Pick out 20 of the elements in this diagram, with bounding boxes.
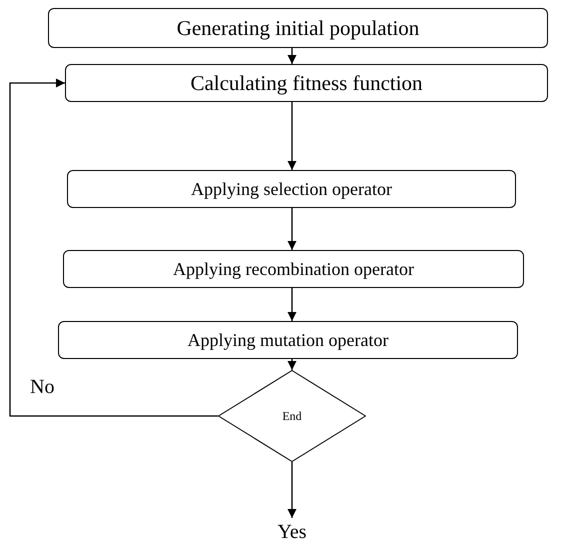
arrow: [288, 288, 296, 321]
step-label: Applying mutation operator: [188, 330, 388, 350]
outcome-label: Yes: [277, 520, 307, 544]
arrow: [9, 78, 218, 417]
step-label: Calculating fitness function: [190, 70, 423, 96]
process-box: [67, 170, 516, 208]
arrow: [288, 359, 296, 370]
step-label: Applying selection operator: [191, 178, 392, 200]
process-box: [65, 64, 548, 102]
decision-label: End: [282, 408, 302, 424]
arrow: [288, 48, 296, 64]
process-box: [48, 8, 548, 48]
step-label: Generating initial population: [176, 16, 420, 40]
arrow: [288, 462, 296, 518]
decision-diamond: [218, 370, 366, 462]
arrow: [288, 208, 296, 250]
process-box: [63, 250, 524, 288]
process-box: [58, 321, 518, 359]
step-label: Applying recombination operator: [173, 258, 414, 280]
arrow: [288, 102, 296, 170]
